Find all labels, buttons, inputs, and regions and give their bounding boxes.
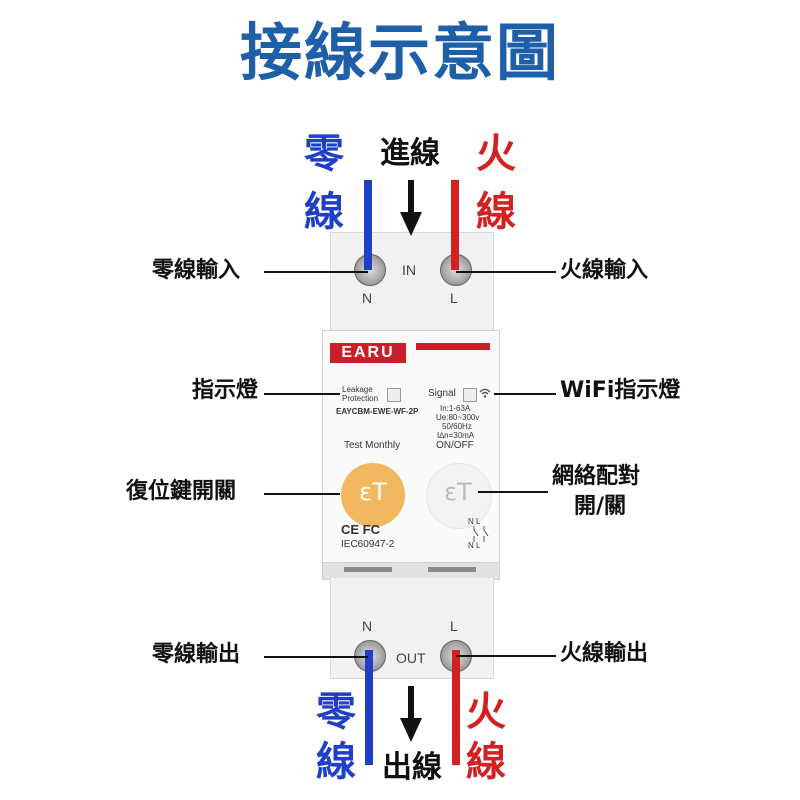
reset-test-button[interactable] — [341, 463, 405, 527]
top-center-label: 進線 — [380, 136, 440, 171]
out-label: OUT — [396, 650, 426, 666]
pairing-onoff-button[interactable] — [426, 463, 492, 529]
live-wire-in — [451, 180, 459, 270]
circuit-nl-top: N L — [468, 517, 481, 526]
led-indicator-icon — [463, 388, 477, 402]
neutral-wire-out — [365, 650, 373, 765]
protection-label: Protection — [342, 394, 379, 403]
callout-neutral-output: 零線輸出 — [152, 642, 241, 667]
spec-ian: I∆n=30mA — [437, 431, 475, 440]
in-label: IN — [402, 262, 416, 278]
callout-line-indicator — [264, 393, 340, 395]
spec-in: In:1-63A — [440, 404, 471, 413]
callout-live-output: 火線輸出 — [560, 641, 649, 666]
callout-line-live-output — [456, 655, 556, 657]
top-terminal-block — [330, 232, 494, 331]
top-neutral-char-2: 線 — [304, 189, 344, 235]
callout-live-input: 火線輸入 — [560, 258, 649, 283]
callout-line-reset-switch — [264, 493, 340, 495]
reset-button-glyph: εT — [359, 478, 387, 506]
pairing-button-glyph: εT — [444, 478, 472, 506]
top-neutral-char-1: 零 — [304, 131, 344, 177]
test-monthly-label: Test Monthly — [344, 440, 401, 451]
callout-neutral-input: 零線輸入 — [152, 258, 241, 283]
standard-label: IEC60947-2 — [341, 539, 395, 550]
model-label: EAYCBM-EWE-WF-2P — [336, 407, 419, 416]
n-label-bottom: N — [362, 618, 373, 634]
callout-line-wifi-indicator — [494, 393, 556, 395]
callout-line-live-input — [456, 271, 556, 273]
n-label-top: N — [362, 290, 373, 306]
callout-line-pairing — [478, 491, 548, 493]
wifi-icon — [479, 388, 491, 398]
live-wire-out — [452, 650, 460, 765]
callout-wifi-indicator: WiFi指示燈 — [560, 378, 681, 403]
l-label-bottom: L — [450, 618, 458, 634]
bottom-live-char-1: 火 — [466, 689, 506, 735]
callout-pairing-line1: 網絡配對 — [552, 464, 641, 489]
page-title: 接線示意圖 — [239, 16, 560, 89]
callout-line-neutral-input — [264, 271, 368, 273]
brand-logo: EARU — [330, 343, 406, 363]
signal-label: Signal — [428, 388, 456, 399]
brand-stripe — [416, 343, 490, 350]
callout-line-neutral-output — [264, 656, 368, 658]
bottom-live-char-2: 線 — [466, 739, 506, 785]
spec-ue: Ue:80~300v — [436, 413, 480, 422]
neutral-wire-in — [364, 180, 372, 270]
callout-reset-switch: 復位鍵開關 — [126, 479, 237, 504]
top-live-char-1: 火 — [476, 131, 516, 177]
certification-marks: CE FC — [341, 522, 380, 537]
arrow-down-icon — [400, 180, 422, 236]
led-indicator-icon — [387, 388, 401, 402]
callout-indicator: 指示燈 — [192, 378, 259, 403]
spec-hz: 50/60Hz — [442, 422, 472, 431]
bottom-neutral-char-1: 零 — [316, 689, 356, 735]
circuit-symbol — [473, 526, 489, 542]
seam-slot-left — [344, 567, 392, 572]
bottom-neutral-char-2: 線 — [316, 739, 356, 785]
on-off-label: ON/OFF — [436, 440, 474, 451]
seam-slot-right — [428, 567, 476, 572]
l-label-top: L — [450, 290, 458, 306]
top-live-char-2: 線 — [476, 189, 516, 235]
circuit-nl-bottom: N L — [468, 541, 481, 550]
leakage-label: Leakage — [342, 385, 373, 394]
callout-pairing-line2: 開/關 — [574, 494, 627, 519]
bottom-center-label: 出線 — [382, 750, 442, 785]
arrow-down-icon — [400, 686, 422, 742]
